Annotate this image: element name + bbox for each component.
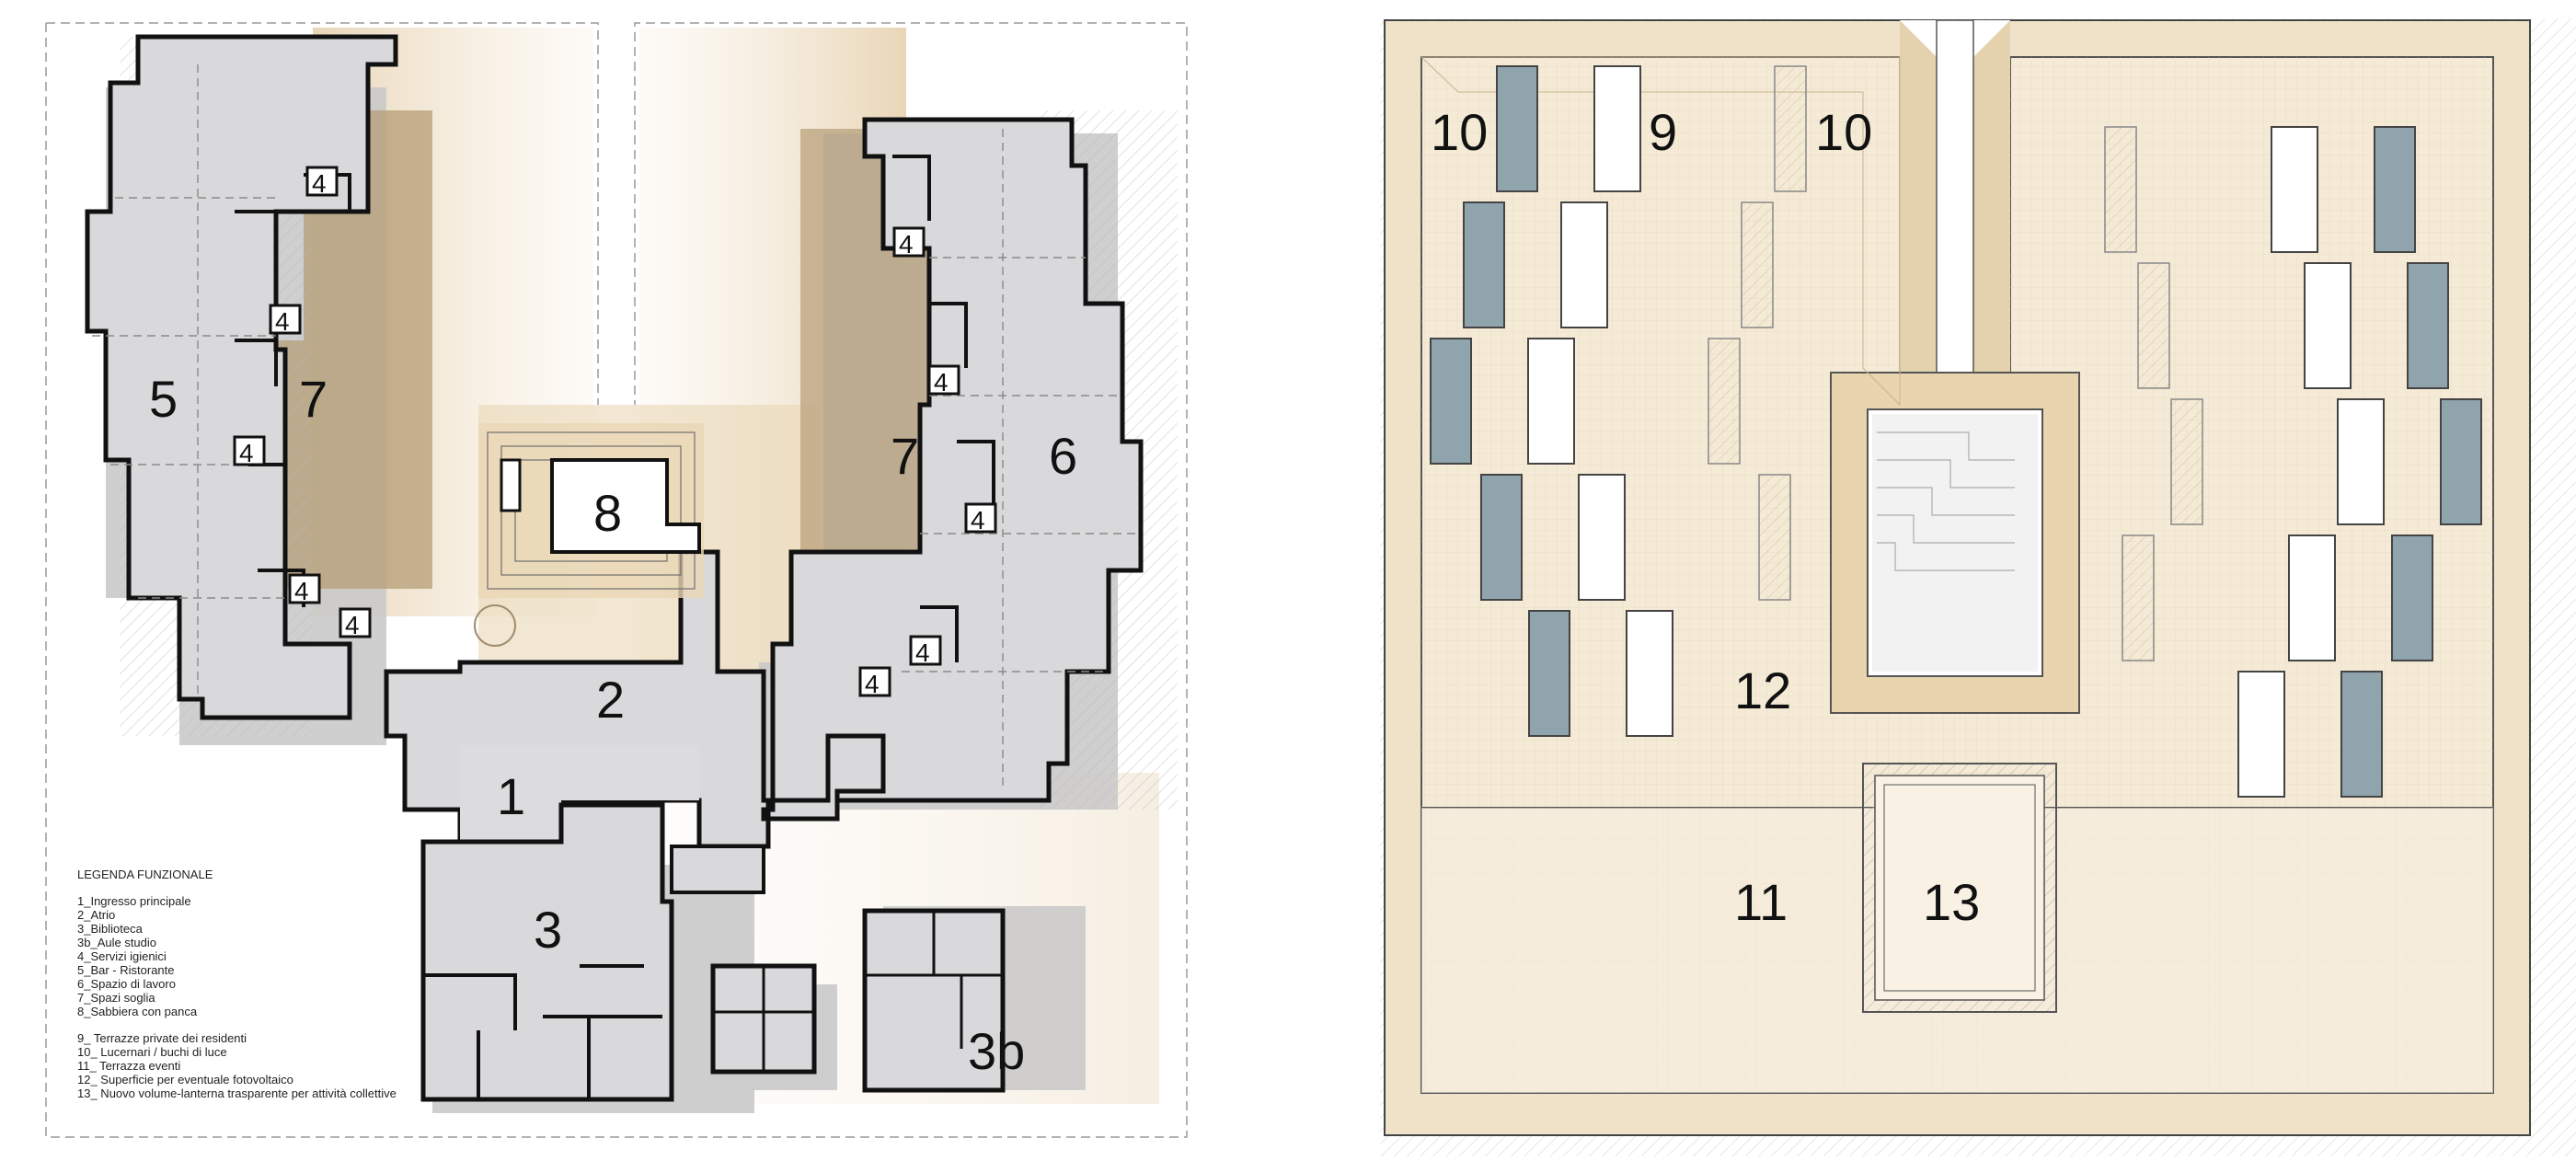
- label-4-h: 4: [971, 506, 985, 535]
- legend-item-13: 13_ Nuovo volume-lanterna trasparente pe…: [77, 1086, 397, 1100]
- label-8: 8: [593, 484, 622, 542]
- legend-item-2: 2_Atrio: [77, 908, 115, 922]
- label-2: 2: [596, 671, 625, 729]
- wing-right-floor: [770, 117, 1144, 803]
- wing-left-floor: [85, 34, 398, 720]
- label-6: 6: [1049, 427, 1077, 485]
- threshold-space-right: [800, 129, 929, 672]
- label-5: 5: [149, 370, 178, 428]
- label-3: 3: [534, 901, 562, 959]
- lantern-volume: [1862, 763, 2057, 1013]
- sandpit: [474, 423, 704, 647]
- legend-title: LEGENDA FUNZIONALE: [77, 868, 213, 881]
- legend-item-3: 3_Biblioteca: [77, 922, 144, 936]
- label-4-j: 4: [865, 670, 880, 698]
- entrance-floor: [460, 745, 699, 846]
- legend-item-5: 5_Bar - Ristorante: [77, 963, 175, 977]
- label-4-c: 4: [239, 439, 254, 467]
- legend-item-1: 1_Ingresso principale: [77, 894, 191, 908]
- skylights: [1430, 65, 2482, 798]
- label-10-right: 10: [1815, 103, 1872, 161]
- label-11: 11: [1734, 873, 1788, 931]
- label-10-left: 10: [1431, 103, 1488, 161]
- site-boundary-left: [46, 22, 599, 405]
- legend-item-4: 4_Servizi igienici: [77, 949, 167, 963]
- legend-item-6: 6_Spazio di lavoro: [77, 977, 176, 991]
- legend-item-12: 12_ Superficie per eventuale fotovoltaic…: [77, 1073, 293, 1086]
- site-boundary-left-vertical: [45, 22, 1188, 1138]
- label-3b: 3b: [968, 1022, 1025, 1080]
- legend-item-7: 7_Spazi soglia: [77, 991, 155, 1005]
- label-13: 13: [1923, 873, 1980, 931]
- restroom-markers: 4 4 4 4 4 4 4 4 4 4: [233, 166, 997, 698]
- label-4-b: 4: [275, 307, 290, 336]
- legend: LEGENDA FUNZIONALE 1_Ingresso principale…: [77, 868, 397, 1100]
- label-9: 9: [1649, 103, 1677, 161]
- ground-floor-plan: 5 7 8 7 6 2 1 3 3b 4 4 4 4 4 4 4 4 4: [45, 22, 1188, 1138]
- label-7-right: 7: [891, 427, 919, 485]
- label-1: 1: [497, 767, 525, 825]
- legend-item-8: 8_Sabbiera con panca: [77, 1005, 198, 1018]
- legend-item-11: 11_ Terrazza eventi: [77, 1059, 180, 1073]
- label-4-f: 4: [899, 230, 914, 259]
- threshold-space-left: [276, 110, 432, 589]
- label-4-d: 4: [294, 577, 309, 605]
- legend-item-9: 9_ Terrazze private dei residenti: [77, 1031, 247, 1045]
- legend-item-10: 10_ Lucernari / buchi di luce: [77, 1045, 227, 1059]
- label-4-a: 4: [312, 169, 327, 198]
- legend-item-3b: 3b_Aule studio: [77, 936, 156, 949]
- label-4-g: 4: [934, 368, 949, 397]
- label-12: 12: [1734, 661, 1791, 719]
- roof-plan: 10 9 10 12 11 13: [1380, 18, 2576, 1156]
- library-floor: [420, 802, 674, 1102]
- courtyard-light-well: [1830, 372, 2080, 714]
- label-4-i: 4: [915, 638, 930, 667]
- label-4-e: 4: [345, 611, 360, 639]
- label-7-left: 7: [299, 370, 328, 428]
